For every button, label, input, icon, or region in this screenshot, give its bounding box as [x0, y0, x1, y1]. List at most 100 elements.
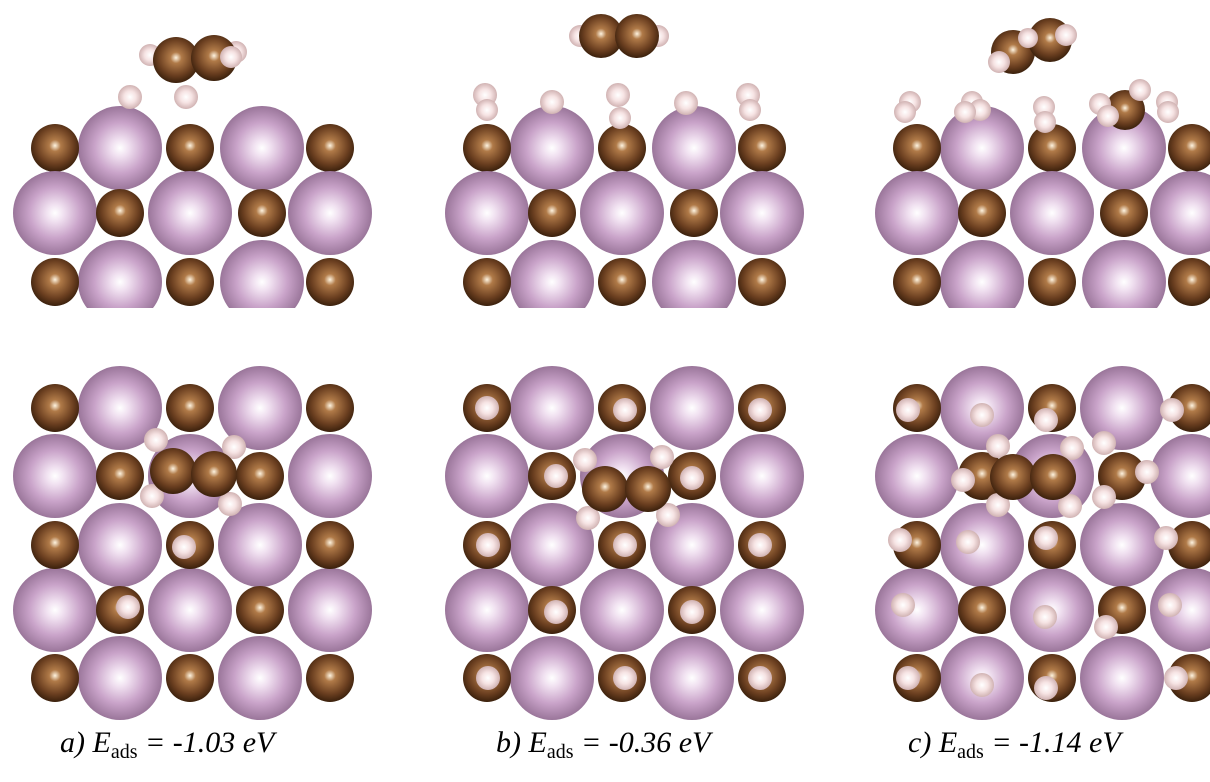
- carbon-atom: [1028, 258, 1076, 306]
- hydrogen-atom: [650, 445, 674, 469]
- carbon-atom: [191, 451, 237, 497]
- metal-atom: [940, 503, 1024, 587]
- hydrogen-atom: [144, 428, 168, 452]
- hydrogen-atom: [1034, 526, 1058, 550]
- hydrogen-atom: [1135, 460, 1159, 484]
- hydrogen-atom: [1060, 436, 1084, 460]
- hydrogen-atom: [748, 398, 772, 422]
- top-view-adsorbate-b: [475, 396, 772, 690]
- hydrogen-atom: [748, 666, 772, 690]
- hydrogen-atom: [613, 666, 637, 690]
- hydrogen-atom: [1034, 111, 1056, 133]
- hydrogen-atom: [1058, 494, 1082, 518]
- side-view-adsorbate-c: [894, 18, 1179, 133]
- metal-atom: [1150, 171, 1210, 255]
- hydrogen-atom: [140, 484, 164, 508]
- metal-atom: [445, 171, 529, 255]
- hydrogen-atom: [951, 468, 975, 492]
- metal-atom: [650, 636, 734, 720]
- hydrogen-atom: [896, 666, 920, 690]
- hydrogen-atom: [1097, 105, 1119, 127]
- carbon-atom: [670, 189, 718, 237]
- hydrogen-atom: [613, 533, 637, 557]
- metal-atom: [1080, 503, 1164, 587]
- carbon-atom: [1030, 454, 1076, 500]
- hydrogen-atom: [1034, 676, 1058, 700]
- metal-atom: [875, 171, 959, 255]
- hydrogen-atom: [1018, 28, 1038, 48]
- hydrogen-atom: [1154, 526, 1178, 550]
- metal-atom: [652, 240, 736, 308]
- energy-symbol: E: [938, 726, 958, 759]
- carbon-atom: [166, 384, 214, 432]
- hydrogen-atom: [174, 85, 198, 109]
- hydrogen-atom: [476, 99, 498, 121]
- hydrogen-atom: [680, 600, 704, 624]
- caption-panel-a: a) Eads = -1.03 eV: [60, 728, 274, 763]
- metal-atom: [1082, 106, 1166, 190]
- hydrogen-atom: [1055, 24, 1077, 46]
- carbon-atom: [528, 189, 576, 237]
- metal-atom: [78, 106, 162, 190]
- metal-atom: [220, 240, 304, 308]
- carbon-atom: [958, 586, 1006, 634]
- metal-atom: [580, 171, 664, 255]
- carbon-atom: [153, 37, 199, 83]
- carbon-atom: [990, 454, 1036, 500]
- carbon-atom: [1100, 189, 1148, 237]
- carbon-atom: [96, 452, 144, 500]
- hydrogen-atom: [172, 535, 196, 559]
- metal-atom: [510, 106, 594, 190]
- hydrogen-atom: [970, 403, 994, 427]
- metal-atom: [13, 434, 97, 518]
- carbon-atom: [31, 384, 79, 432]
- carbon-atom: [31, 124, 79, 172]
- hydrogen-atom: [1129, 79, 1151, 101]
- hydrogen-atom: [544, 600, 568, 624]
- hydrogen-atom: [1157, 101, 1179, 123]
- carbon-atom: [238, 189, 286, 237]
- hydrogen-atom: [988, 51, 1010, 73]
- hydrogen-atom: [476, 533, 500, 557]
- carbon-atom: [1168, 654, 1210, 702]
- hydrogen-atom: [1160, 398, 1184, 422]
- panel-letter: b): [496, 726, 521, 759]
- hydrogen-atom: [222, 435, 246, 459]
- hydrogen-atom: [986, 493, 1010, 517]
- carbon-atom: [166, 258, 214, 306]
- side-view-adsorbate-a: [118, 35, 247, 109]
- hydrogen-atom: [1092, 485, 1116, 509]
- carbon-atom: [150, 448, 196, 494]
- metal-atom: [720, 434, 804, 518]
- carbon-atom: [893, 258, 941, 306]
- metal-atom: [445, 568, 529, 652]
- carbon-atom: [463, 258, 511, 306]
- carbon-atom: [306, 258, 354, 306]
- carbon-atom: [306, 521, 354, 569]
- energy-subscript: ads: [957, 741, 984, 763]
- hydrogen-atom: [573, 448, 597, 472]
- hydrogen-atom: [1094, 615, 1118, 639]
- metal-atom: [510, 366, 594, 450]
- hydrogen-atom: [576, 506, 600, 530]
- hydrogen-atom: [896, 398, 920, 422]
- metal-atom: [78, 366, 162, 450]
- metal-atom: [1082, 240, 1166, 308]
- caption-panel-c: c) Eads = -1.14 eV: [908, 726, 1121, 763]
- hydrogen-atom: [1164, 666, 1188, 690]
- hydrogen-atom: [1158, 593, 1182, 617]
- metal-atom: [510, 503, 594, 587]
- metal-atom: [288, 434, 372, 518]
- metal-atom: [1080, 636, 1164, 720]
- carbon-atom: [236, 586, 284, 634]
- hydrogen-atom: [116, 595, 140, 619]
- metal-atom: [220, 106, 304, 190]
- hydrogen-atom: [606, 83, 630, 107]
- metal-atom: [510, 240, 594, 308]
- carbon-atom: [306, 384, 354, 432]
- hydrogen-atom: [986, 434, 1010, 458]
- carbon-atom: [1168, 521, 1210, 569]
- metal-atom: [875, 434, 959, 518]
- hydrogen-atom: [540, 90, 564, 114]
